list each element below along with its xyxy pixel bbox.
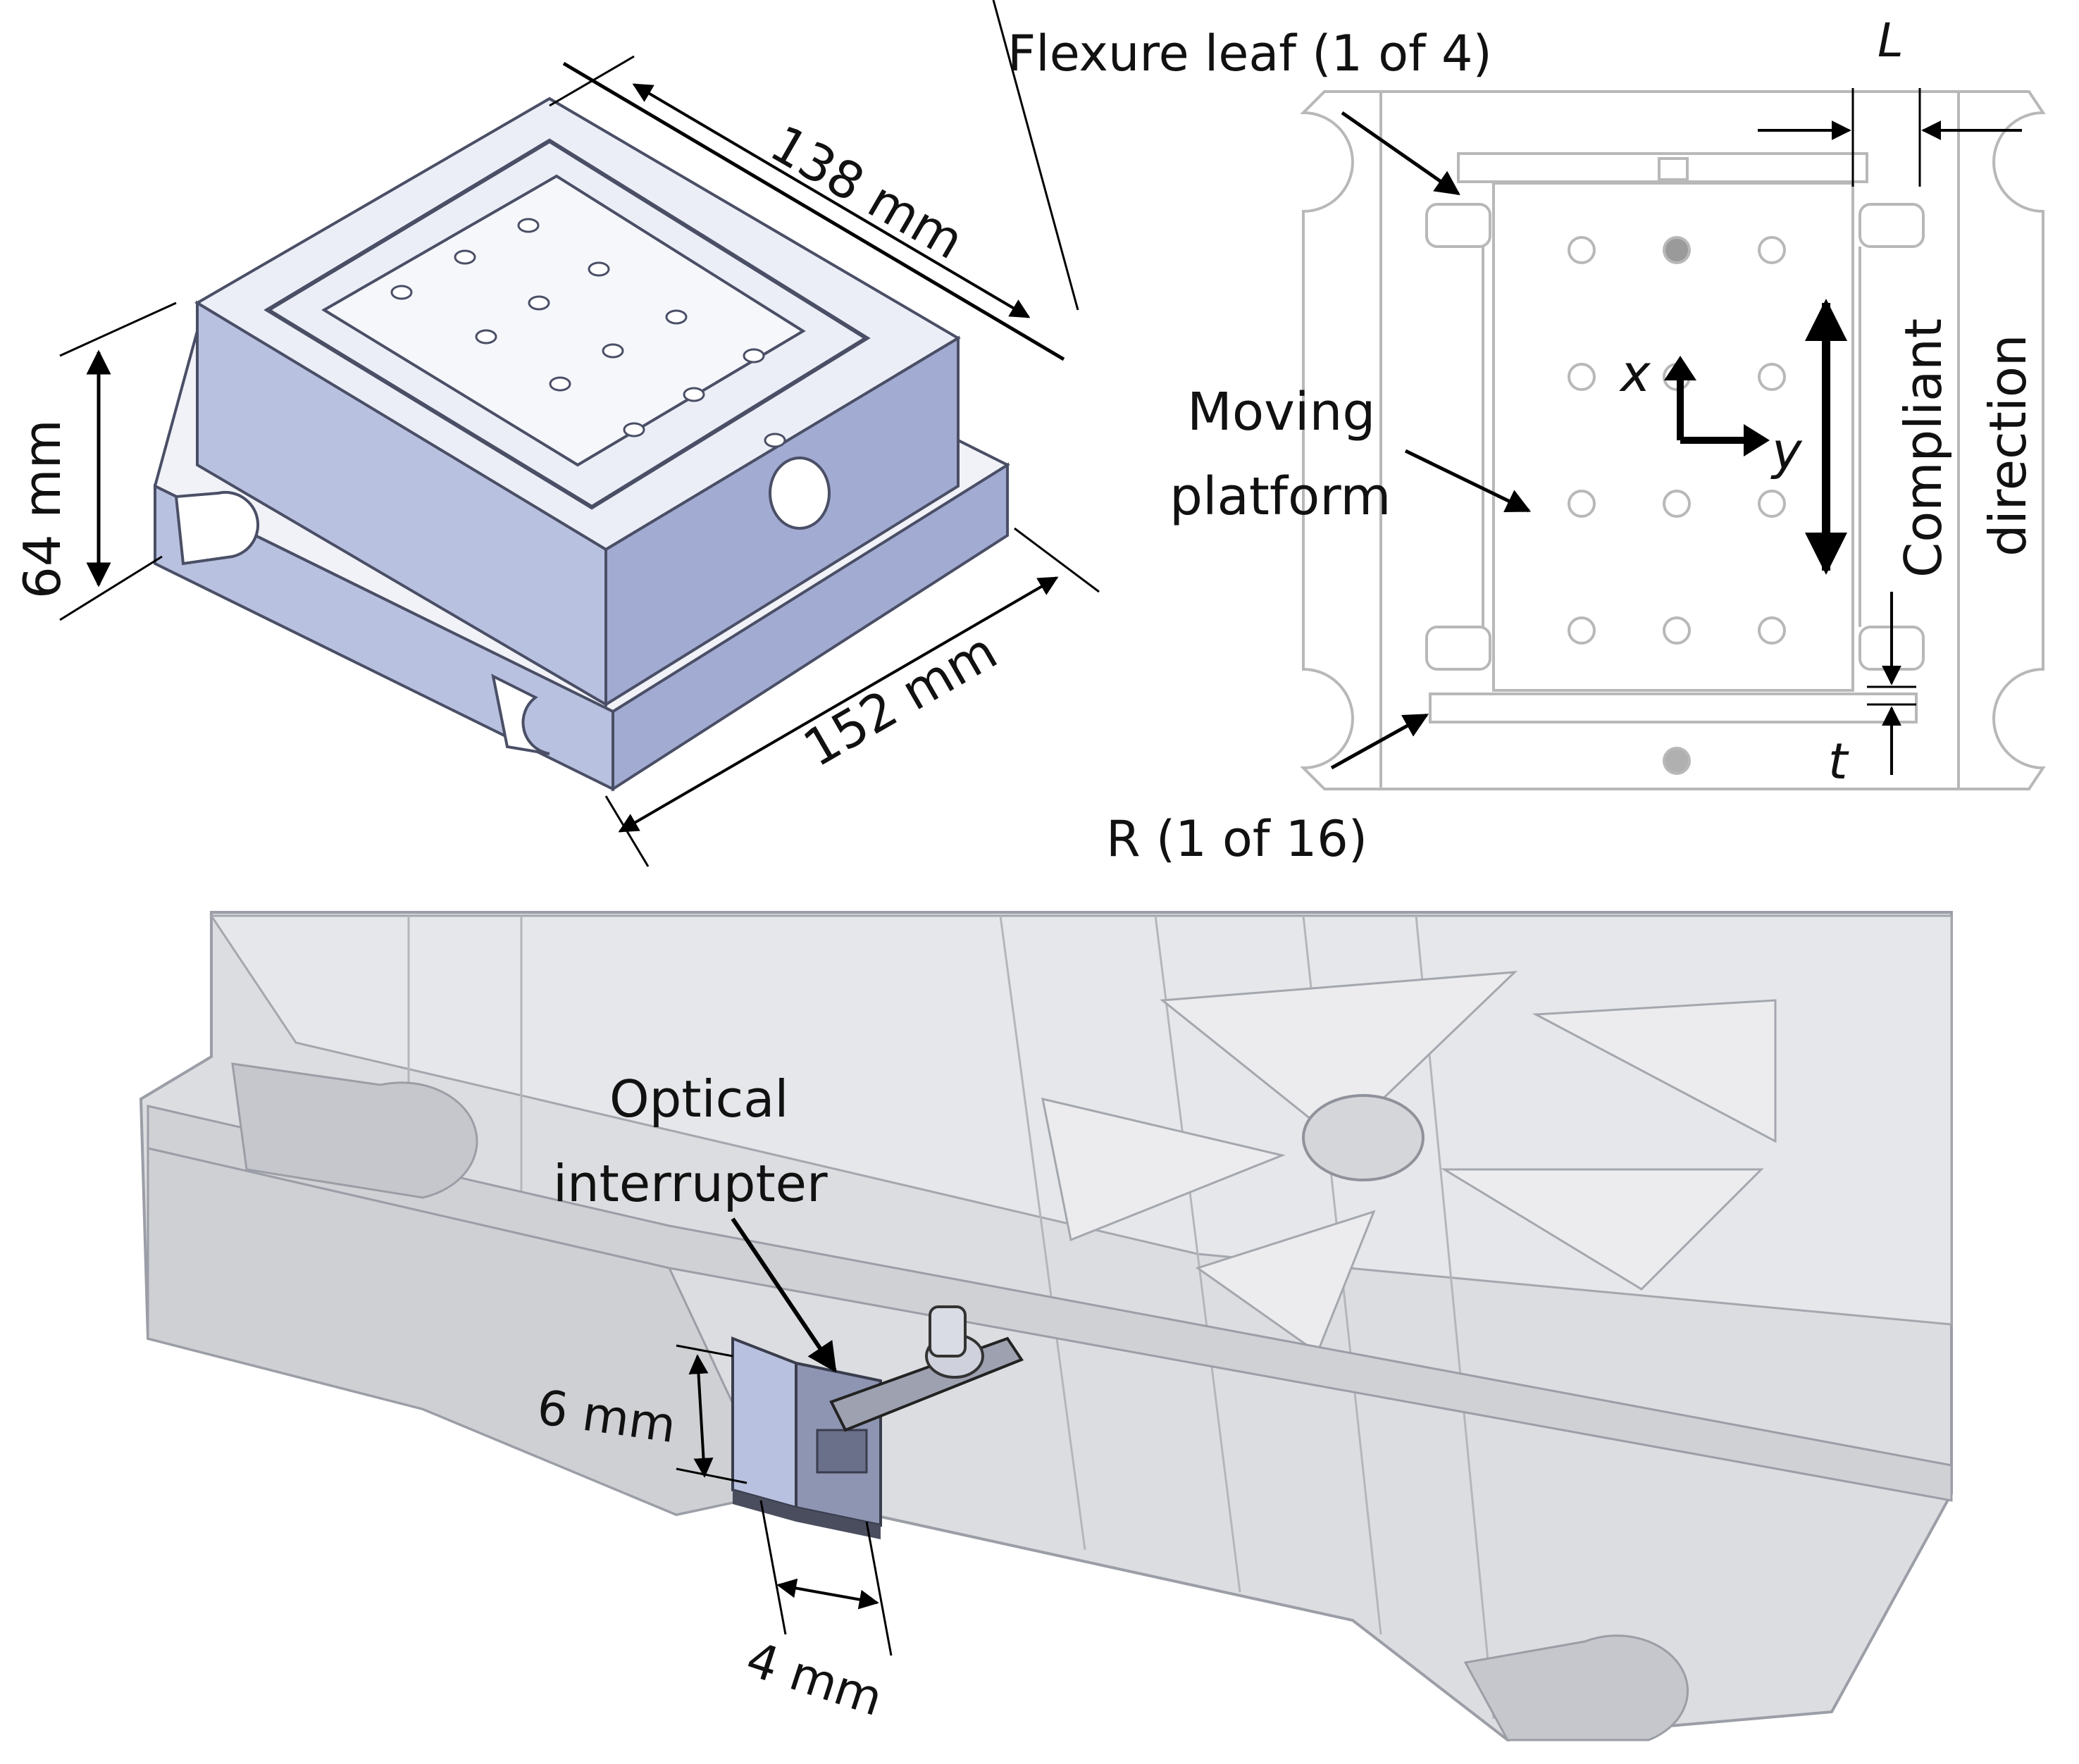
dim-6mm-arrow [688, 1354, 714, 1478]
pocket-left-top [1425, 203, 1491, 248]
arrow-flexure-leaf [1341, 111, 1460, 196]
arrow-moving-platform [1404, 449, 1532, 513]
dim-4mm-ext-left [759, 1500, 787, 1635]
dim-4mm-ext-right [865, 1521, 893, 1656]
plan-moving-platform [1492, 182, 1854, 692]
label-axis-y: y [1770, 421, 1803, 480]
dim-ext-64b [59, 555, 163, 621]
top-slot-frame [263, 138, 871, 510]
label-optical: Optical [609, 1069, 788, 1129]
label-compliant: Compliant [1894, 318, 1953, 578]
interrupter-screw-shank [929, 1305, 967, 1358]
label-platform: platform [1169, 466, 1391, 527]
dim-4mm-arrow [776, 1578, 879, 1610]
dim-ext-64a [59, 302, 177, 357]
flange-notch-left [174, 490, 260, 566]
interrupter-base [733, 1490, 881, 1539]
optical-interrupter [731, 1305, 1024, 1539]
arrow-optical-interrupter [731, 1217, 837, 1373]
label-flexure-leaf: Flexure leaf (1 of 4) [1007, 25, 1492, 82]
isometric-stage-view: 138 mm 64 mm 152 mm [13, 0, 1100, 867]
axis-x-head [1664, 356, 1696, 380]
plan-holes [1568, 236, 1786, 775]
platform-holes [390, 218, 786, 448]
flange-notch-front [491, 673, 550, 755]
flexure-leaf-lower [1429, 692, 1918, 723]
dim-arrow-152 [618, 576, 1059, 833]
transparent-underside-view: 6 mm 4 mm Optical interrupter [139, 911, 1953, 1742]
pocket-left-bottom [1425, 626, 1491, 671]
dim-ext-152a [604, 795, 650, 867]
label-64mm: 64 mm [13, 419, 72, 599]
ghost-notch-right [1463, 1634, 1689, 1741]
dim-arrow-138 [632, 83, 1031, 318]
label-L: L [1878, 13, 1904, 68]
ghost-window-cutouts [1041, 971, 1777, 1355]
arrow-radius [1330, 713, 1429, 770]
label-radius: R (1 of 16) [1106, 810, 1367, 868]
ghost-notch-left [231, 1062, 478, 1199]
ghost-center-bore [1302, 1094, 1425, 1181]
label-axis-x: x [1619, 344, 1651, 403]
label-moving: Moving [1187, 382, 1375, 442]
plan-small-tab [1658, 157, 1689, 181]
axis-indicator [1677, 370, 1754, 444]
plan-view [1300, 90, 2046, 790]
interrupter-slot [816, 1429, 868, 1474]
dim-ext-138a [549, 55, 635, 107]
dim-ext-152b [1014, 527, 1100, 593]
pocket-right-top [1858, 203, 1925, 248]
ghost-front-face [147, 1147, 777, 1516]
label-interrupter: interrupter [553, 1154, 828, 1213]
dim-6mm-ext-top [676, 1344, 733, 1358]
plan-annotations: Flexure leaf (1 of 4) L Moving platform … [1007, 13, 2037, 868]
label-4mm: 4 mm [740, 1632, 889, 1727]
dim-ext-138b [992, 0, 1079, 311]
label-direction: direction [1978, 334, 2037, 557]
plan-outer-outline [1300, 90, 2046, 790]
label-t: t [1828, 733, 1849, 790]
axis-y-head [1744, 424, 1770, 456]
side-hole [769, 456, 831, 530]
